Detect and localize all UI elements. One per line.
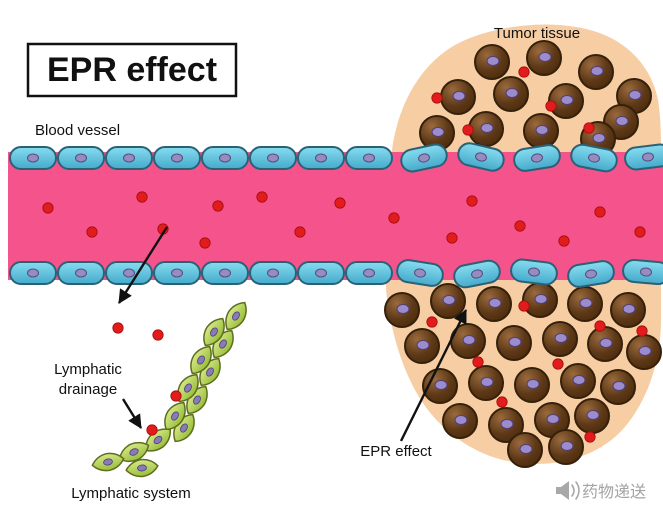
blood-vessel [8,152,663,280]
megaphone-icon [556,481,580,500]
tumor-cell [574,398,610,434]
lymphatic-drainage-label-line1: Lymphatic [54,361,122,378]
nanoparticle-dot [514,220,526,232]
endothelial-cell [345,261,393,285]
drainage-arrow [121,398,143,429]
blood-vessel-label: Blood vessel [35,122,120,139]
nanoparticle-dot [552,358,564,370]
nanoparticle-dot [431,92,443,104]
lymphatic-system-label: Lymphatic system [71,485,190,502]
lymphatic-drainage-label-line2: drainage [59,381,117,398]
tumor-cell [578,54,614,90]
tumor-cell [610,292,646,328]
nanoparticle-dot [634,226,646,238]
nanoparticle-dot [42,202,54,214]
nanoparticle-dot [256,191,268,203]
endothelial-cell [153,261,201,285]
nanoparticle-dot [86,226,98,238]
endothelial-cell [57,146,105,170]
endothelial-cell [297,261,345,285]
endothelial-cell [57,261,105,285]
tumor-cell [567,286,603,322]
nanoparticle-dot [472,356,484,368]
endothelial-cell [345,146,393,170]
tumor-cell [548,83,584,119]
nanoparticle-dot [558,235,570,247]
tumor-cell [523,113,559,149]
tumor-cell [476,286,512,322]
tumor-cell [384,292,420,328]
tumor-cell [430,283,466,319]
nanoparticle-dot [594,206,606,218]
title-group: EPR effect [26,42,238,98]
epr-effect-arrow-label: EPR effect [360,443,432,460]
leakage-arrow [117,226,169,304]
tumor-cell [440,79,476,115]
tumor-cell [587,326,623,362]
nanoparticle-dot [294,226,306,238]
tumor-cell [493,76,529,112]
tumor-cell [514,367,550,403]
nanoparticle-dot [496,396,508,408]
tumor-cell [507,432,543,468]
endothelial-cell [201,146,249,170]
endothelial-cell [9,146,57,170]
nanoparticle-dot [388,212,400,224]
nanoparticle-dot [518,300,530,312]
vessel-lumen [8,152,663,280]
endothelial-cell [249,261,297,285]
tumor-cell [560,363,596,399]
tumor-cell [474,44,510,80]
lymphatic-cell [219,297,253,335]
endothelial-cell [105,146,153,170]
tumor-tissue-label: Tumor tissue [494,25,580,42]
tumor-cell [442,403,478,439]
watermark-text: 药物递送 [582,483,646,501]
tumor-cell [600,369,636,405]
tumor-cell [526,40,562,76]
endothelial-cell [105,261,153,285]
nanoparticle-dot [636,325,648,337]
tumor-cell [548,429,584,465]
nanoparticle-dot [518,66,530,78]
nanoparticle-dot [545,100,557,112]
endothelial-cell [621,258,663,286]
page-title: EPR effect [47,51,217,89]
tumor-cell [496,325,532,361]
nanoparticle-dot [212,200,224,212]
tumor-cell [468,365,504,401]
endothelial-cell [249,146,297,170]
nanoparticle-dot [446,232,458,244]
endothelial-cell [201,261,249,285]
arrows [117,226,468,442]
epr-arrow [399,309,468,442]
nanoparticle-dot [462,124,474,136]
nanoparticle-dot [199,237,211,249]
nanoparticle-dot [583,122,595,134]
tumor-cell [522,282,558,318]
tumor-cell [626,334,662,370]
endothelial-cell [153,146,201,170]
endothelial-cell [9,261,57,285]
endothelial-cell [297,146,345,170]
tumor-cell [404,328,440,364]
tumor-cell [468,111,504,147]
nanoparticle-dot [466,195,478,207]
nanoparticle-dot [594,320,606,332]
tumor-cell [542,321,578,357]
nanoparticle-dot [146,424,158,436]
nanoparticle-dot [170,390,182,402]
nanoparticle-dot [584,431,596,443]
nanoparticle-dot [152,329,164,341]
watermark: 药物递送 [556,481,646,501]
nanoparticle-dot [426,316,438,328]
nanoparticle-dot [136,191,148,203]
lymphatic-cell [89,449,127,475]
nanoparticle-dot [112,322,124,334]
nanoparticle-dot [334,197,346,209]
title-box [26,42,238,98]
